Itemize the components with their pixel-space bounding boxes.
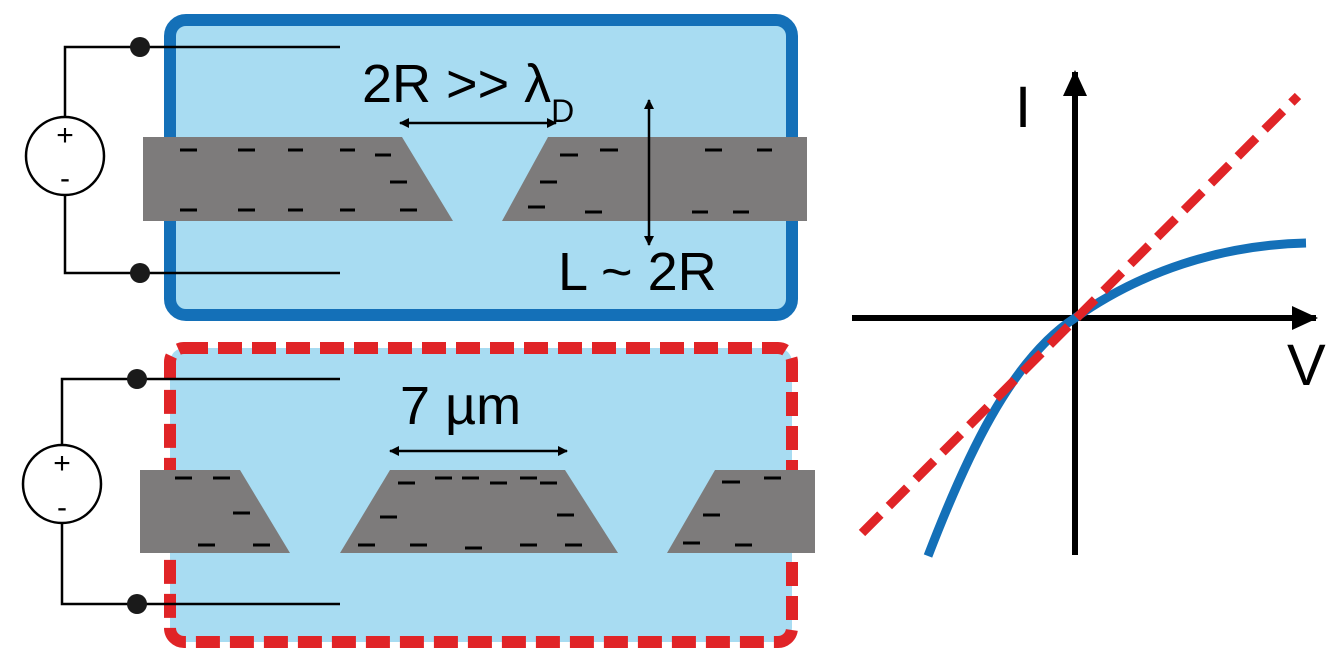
bottom-voltage-source bbox=[21, 443, 103, 525]
top-surface-charges bbox=[180, 148, 772, 214]
top-voltage-source bbox=[24, 115, 106, 197]
top-circuit-wires bbox=[63, 45, 340, 275]
ohmic-iv-line bbox=[858, 92, 1302, 537]
bottom-source-minus: - bbox=[57, 491, 67, 524]
bottom-electrode-terminal-lower bbox=[127, 594, 147, 614]
bottom-source-plus: + bbox=[53, 447, 71, 480]
bottom-spacing-label: 7 µm bbox=[400, 376, 521, 436]
x-axis-label: V bbox=[1287, 333, 1326, 398]
top-source-minus: - bbox=[60, 162, 70, 195]
top-source-plus: + bbox=[56, 119, 74, 152]
top-width-label: 2R >> λD bbox=[362, 54, 574, 129]
top-electrode-terminal-lower bbox=[130, 263, 150, 283]
y-axis-label: I bbox=[1015, 75, 1031, 140]
bottom-circuit-wires bbox=[60, 377, 340, 606]
top-length-label: L ~ 2R bbox=[558, 242, 717, 302]
rectified-iv-curve bbox=[923, 238, 1307, 558]
top-panel: + - 2R >> λD L ~ 2R bbox=[24, 14, 807, 321]
bottom-panel: + - 7 µm bbox=[21, 342, 815, 648]
bottom-membrane bbox=[140, 470, 815, 553]
bottom-surface-charges bbox=[175, 476, 781, 550]
top-membrane bbox=[143, 137, 807, 221]
iv-plot: I V bbox=[852, 70, 1326, 558]
bottom-electrode-terminal-upper bbox=[127, 369, 147, 389]
top-electrode-terminal-upper bbox=[130, 37, 150, 57]
